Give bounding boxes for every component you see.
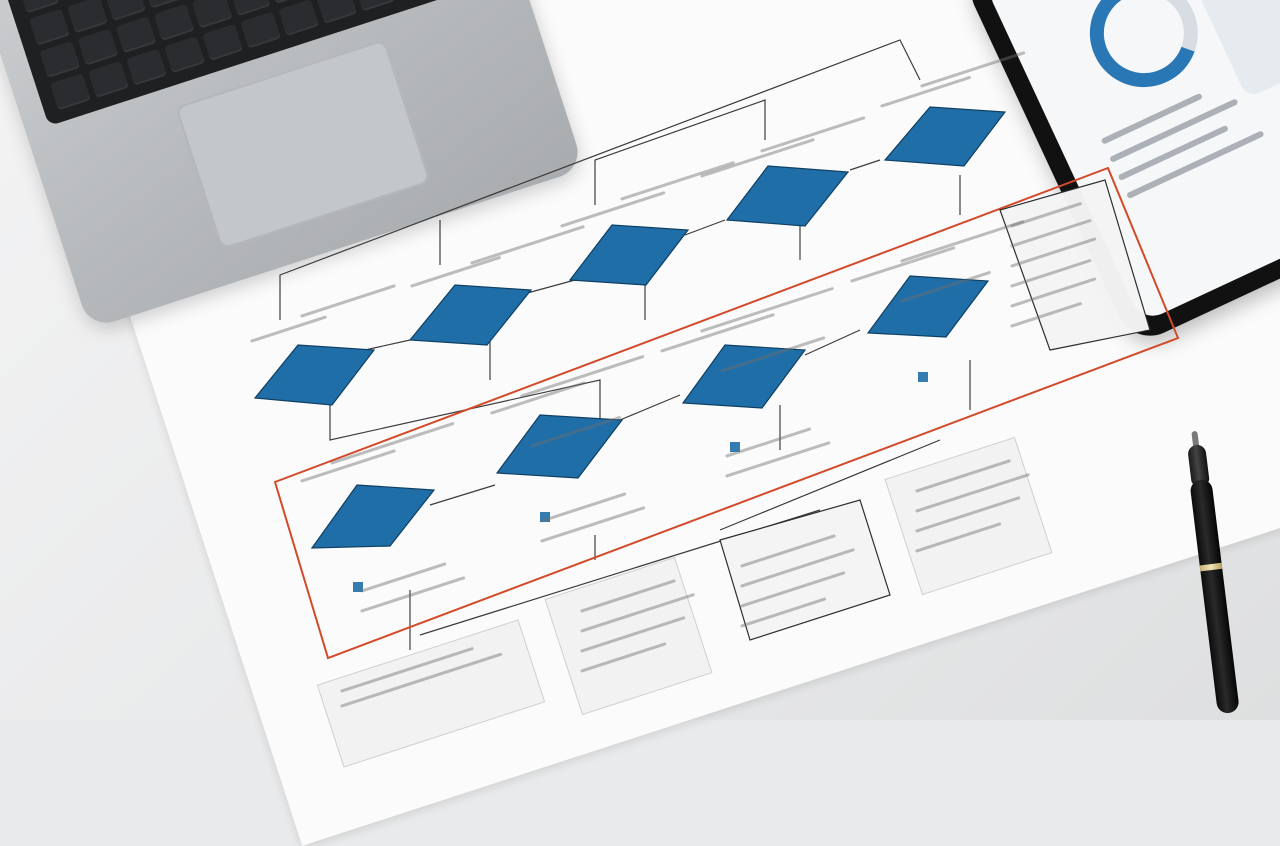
node-diamond [883,106,1007,167]
tiny-square [730,442,740,452]
node-diamond [568,224,690,286]
orange-frame [273,166,1180,660]
connectors [279,39,971,650]
tiny-square [540,512,550,522]
connector-line [279,39,921,320]
node-diamond [495,414,624,479]
connector-line [429,484,496,506]
tiny-square [918,372,928,382]
flowchart [253,39,1180,660]
node-diamond [310,484,436,549]
node-diamond [253,344,376,406]
tiny-square [353,582,363,592]
node-diamond [681,344,807,409]
connector-line [719,439,941,531]
connector-line [594,99,766,205]
small-squares [353,372,928,592]
node-diamond [408,284,533,346]
connector-line [804,329,861,356]
connector-line [684,219,726,236]
panel-box [719,499,891,641]
decision-nodes [253,106,1007,549]
node-diamond [725,165,850,227]
node-diamond [866,275,990,338]
connector-line [849,159,881,171]
connector-line [364,339,411,351]
side-panels [719,179,1151,641]
panel-box [999,179,1151,351]
connector-line [619,394,681,421]
